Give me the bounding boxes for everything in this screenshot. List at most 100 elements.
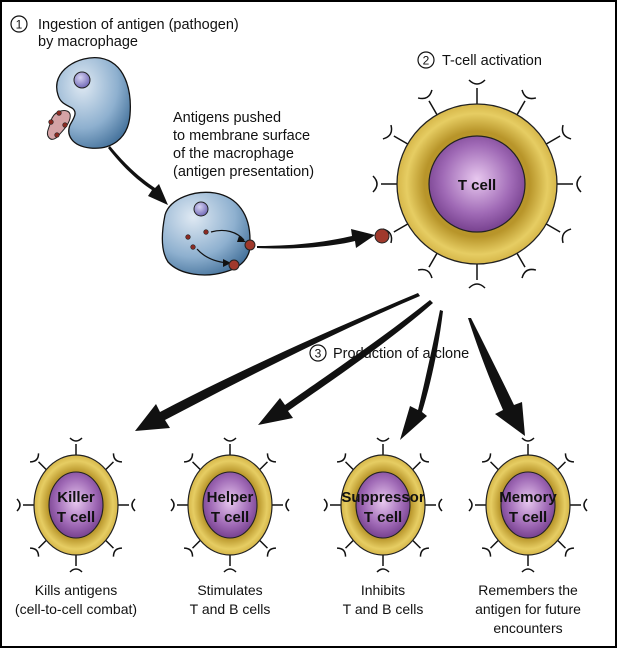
surface-antigen — [244, 239, 256, 251]
receptor-icon — [337, 453, 354, 471]
receptor-icon — [545, 124, 572, 145]
cell-name: T cell — [364, 509, 402, 526]
receptor-icon — [376, 437, 390, 455]
step-number-circle — [10, 15, 28, 33]
receptor-icon — [557, 539, 574, 557]
step-1-label: 1 Ingestion of antigen (pathogen) by mac… — [10, 15, 239, 50]
receptors — [372, 79, 582, 289]
arrow-clone-helper — [258, 300, 433, 425]
cell-nucleus — [355, 471, 411, 539]
presentation-line-2: to membrane surface — [173, 128, 310, 144]
step-number-circle — [309, 344, 327, 362]
macrophage-ingesting — [47, 57, 131, 149]
receptor-icon — [382, 124, 409, 145]
internal-antigens — [185, 229, 209, 250]
receptor-icon — [482, 453, 499, 471]
nucleus — [73, 71, 91, 89]
cell-name: Memory — [499, 489, 557, 506]
receptor-icon — [417, 252, 438, 279]
step-number-circle — [417, 51, 435, 69]
receptor-icon — [557, 453, 574, 471]
receptors — [170, 437, 290, 573]
receptor-icon — [105, 539, 122, 557]
receptor-icon — [30, 453, 47, 471]
cell-description: T and B cells — [343, 601, 424, 617]
receptor-icon — [521, 555, 535, 573]
macrophage-body — [56, 57, 131, 149]
receptor-icon — [372, 175, 397, 193]
receptor-icon — [184, 453, 201, 471]
arrow-present-to-tcell — [257, 229, 375, 249]
cell-description: Kills antigens — [35, 582, 118, 598]
cell-name: Suppressor — [341, 489, 425, 506]
receptor-icon — [272, 498, 290, 512]
arrows — [108, 146, 525, 440]
receptor-icon — [516, 252, 537, 279]
cell-description: Stimulates — [197, 582, 262, 598]
arrow-ingest-to-present — [108, 146, 168, 205]
cell-description: (cell-to-cell combat) — [15, 601, 137, 617]
main-t-cell: T cell — [372, 79, 582, 289]
receptors — [16, 437, 136, 573]
presentation-line-1: Antigens pushed — [173, 110, 281, 126]
arrow-clone-memory — [468, 318, 525, 436]
receptor-icon — [417, 89, 438, 116]
bound-antigen — [374, 228, 390, 244]
receptor-icon — [468, 498, 486, 512]
antigen-dots — [48, 110, 68, 138]
receptor-icon — [223, 437, 237, 455]
receptor-icon — [16, 498, 34, 512]
receptor-icon — [425, 498, 443, 512]
nucleus — [193, 201, 209, 217]
receptor-icon — [69, 555, 83, 573]
presentation-label: Antigens pushed to membrane surface of t… — [173, 110, 314, 180]
receptor-icon — [545, 223, 572, 244]
receptor-icon — [184, 539, 201, 557]
step-number: 2 — [423, 54, 430, 68]
cell-nucleus — [48, 471, 104, 539]
cell-nucleus — [202, 471, 258, 539]
presentation-line-3: of the macrophage — [173, 146, 294, 162]
receptor-icon — [323, 498, 341, 512]
receptor-icon — [412, 539, 429, 557]
receptor-icon — [69, 437, 83, 455]
arrow-clone-killer — [135, 293, 420, 431]
receptor-icon — [259, 539, 276, 557]
step-2-label: 2 T-cell activation — [417, 51, 542, 69]
cell-description: Remembers the — [478, 582, 578, 598]
cell-description: Inhibits — [361, 582, 405, 598]
arrow-clone-suppressor — [400, 310, 443, 440]
t-cell-label: T cell — [458, 177, 496, 194]
step-number: 1 — [16, 18, 23, 32]
receptor-icon — [118, 498, 136, 512]
step-3-label: 3 Production of a clone — [309, 344, 469, 362]
receptor-icon — [337, 539, 354, 557]
receptor-icon — [105, 453, 122, 471]
receptor-icon — [223, 555, 237, 573]
receptor-icon — [468, 264, 486, 289]
transport-arrow — [210, 229, 245, 241]
cell-nucleus — [500, 471, 556, 539]
receptor-icon — [557, 175, 582, 193]
step-2-text: T-cell activation — [442, 53, 542, 69]
receptor-icon — [412, 453, 429, 471]
receptor-icon — [170, 498, 188, 512]
receptor-icon — [482, 539, 499, 557]
step-1-line-1: Ingestion of antigen (pathogen) — [38, 17, 239, 33]
receptor-icon — [516, 89, 537, 116]
receptor-icon — [376, 555, 390, 573]
macrophage-presenting — [161, 191, 256, 276]
cell-name: Killer — [57, 489, 95, 506]
receptor-icon — [30, 539, 47, 557]
step-1-line-2: by macrophage — [38, 34, 138, 50]
t-cell-nucleus — [428, 135, 526, 233]
cell-name: T cell — [509, 509, 547, 526]
presentation-line-4: (antigen presentation) — [173, 164, 314, 180]
cell-name: Helper — [207, 489, 254, 506]
step-number: 3 — [315, 347, 322, 361]
cell-description: antigen for future — [475, 601, 581, 617]
